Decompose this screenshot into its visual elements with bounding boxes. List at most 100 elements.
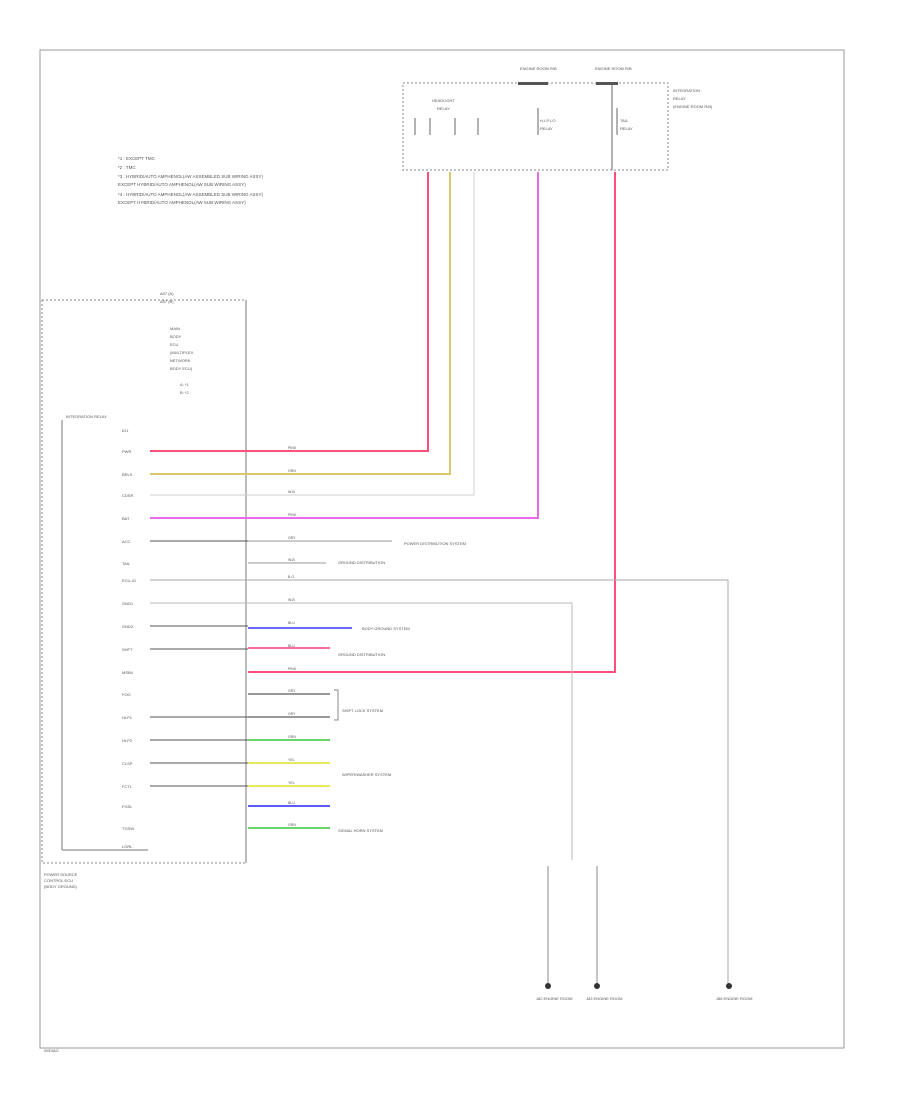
ground-label: J82 ENGINE ROOM xyxy=(536,996,572,1001)
ecu-pin-label: HLP1 xyxy=(122,715,133,720)
ecu-pin-label: GND2 xyxy=(122,624,134,629)
ecu-pin-label: FCTL xyxy=(122,784,133,789)
ecu-bottom-label-2: CONTROL ECU xyxy=(44,878,73,883)
ecu-pin-labels: IG1PWRBRLSCDSRBATACCTAILECU-IGGND1GND2SH… xyxy=(122,428,297,849)
ecu-line: BODY ECU) xyxy=(170,366,193,371)
ecu-line: NETWORK xyxy=(170,358,191,363)
wire-color-label: YEL xyxy=(288,758,295,762)
ecu-inner-label: MAIN BODY ECU (MULTIPLEX NETWORK BODY EC… xyxy=(170,326,194,395)
ecu-pin-label: FOG xyxy=(122,692,131,697)
notes-block: *1 : EXCEPT TMC *2 : TMC *3 : HYBRID/AUT… xyxy=(118,156,264,205)
headlight-relay-label: HEADLIGHT xyxy=(432,98,455,103)
dest-label: GROUND DISTRIBUTION xyxy=(338,560,385,565)
wire-yellow-brls xyxy=(150,172,451,475)
wire-ground-2 xyxy=(150,602,573,860)
ecu-box xyxy=(41,299,247,864)
ecu-pin-label: CLSP xyxy=(122,761,133,766)
wire-color-label: PINK xyxy=(288,513,297,517)
ecu-line: (MULTIPLEX xyxy=(170,350,194,355)
dest-label: POWER DISTRIBUTION SYSTEM xyxy=(404,541,466,546)
ecu-line: A: *1 xyxy=(180,382,189,387)
ecu-line: B: *2 xyxy=(180,390,189,395)
ecu-bottom-sub: (BODY GROUND) xyxy=(44,884,77,889)
wire-color-label: W-B xyxy=(288,598,295,602)
ecu-pin-label: BAT xyxy=(122,516,130,521)
ecu-pin-label: CDSR xyxy=(122,493,133,498)
ecu-pin-label: HLP2 xyxy=(122,738,133,743)
hlp-relay-label-2: RELAY xyxy=(540,126,553,131)
relay-title-2: RELAY xyxy=(673,96,686,101)
wire-color-label: W-B xyxy=(288,558,295,562)
ecu-pin-label: FGSL xyxy=(122,804,133,809)
wire-color-label: PINK xyxy=(288,446,297,450)
wire-color-label: BLU xyxy=(288,621,295,625)
integration-relay-module: ENGINE ROOM R/B ENGINE ROOM R/B INTEGRAT… xyxy=(402,66,713,171)
ecu-line: ECU xyxy=(170,342,179,347)
ecu-pin-label: GND1 xyxy=(122,601,134,606)
conn-label-right: ENGINE ROOM R/B xyxy=(595,66,632,71)
ground-icon xyxy=(545,983,551,989)
ecu-pin-label: LGRL xyxy=(122,844,133,849)
tail-relay-label: TAIL xyxy=(620,118,629,123)
relay-title-3: (ENGINE ROOM R/B) xyxy=(673,104,713,109)
note-1: *1 : EXCEPT TMC xyxy=(118,156,156,161)
footer-label: W/DIAG xyxy=(44,1048,59,1053)
ground-label: J86 ENGINE ROOM xyxy=(716,996,752,1001)
main-body-ecu: A57 (A) A57 (B) MAIN BODY ECU (MULTIPLEX… xyxy=(41,291,297,889)
ecu-pin-label: ACC xyxy=(122,539,131,544)
ecu-header-1: A57 (A) xyxy=(160,291,174,296)
ground-icon xyxy=(594,983,600,989)
wire-color-label: BLU xyxy=(288,644,295,648)
wire-color-label: GRN xyxy=(288,823,296,827)
ecu-pin-label: ECU-IG xyxy=(122,578,136,583)
dest-label: SIGNAL HORN SYSTEM xyxy=(338,828,383,833)
note-3: *3 : HYBRID/AUTO AMPHENOL(AW ASSEMBLED S… xyxy=(118,174,264,179)
ecu-bottom-label-1: POWER SOURCE xyxy=(44,872,78,877)
ecu-pin-label: IG1 xyxy=(122,428,129,433)
hlp-relay-label: H-LP LO xyxy=(540,118,556,123)
ecu-header-2: A57 (B) xyxy=(160,299,174,304)
wires xyxy=(150,172,729,985)
wire-color-label: BLU xyxy=(288,801,295,805)
wire-pink-tail xyxy=(248,172,616,673)
ground-wires xyxy=(547,866,598,985)
ecu-pin-label: TAIL xyxy=(122,561,131,566)
dest-label: WIPER/WASHER SYSTEM xyxy=(342,772,391,777)
dest-label: SHIFT LOCK SYSTEM xyxy=(342,708,383,713)
wire-ground-1 xyxy=(150,579,729,985)
wire-color-label: PINK xyxy=(288,667,297,671)
ecu-pin-label: BRLS xyxy=(122,472,133,477)
ground-icon xyxy=(726,983,732,989)
note-2: *2 : TMC xyxy=(118,165,136,170)
ecu-pin-label: TGSW xyxy=(122,826,134,831)
wire-pink-pwr xyxy=(150,172,429,452)
relay-title-1: INTEGRATION xyxy=(673,88,700,93)
ground-symbols: J82 ENGINE ROOM J83 ENGINE ROOM J86 ENGI… xyxy=(536,983,752,1001)
wire-color-label: B-O xyxy=(288,575,295,579)
ecu-line: BODY xyxy=(170,334,182,339)
ecu-pin-label: MSB4 xyxy=(122,670,134,675)
wire-color-label: GRN xyxy=(288,469,296,473)
ground-label: J83 ENGINE ROOM xyxy=(586,996,622,1001)
note-4: EXCEPT HYBRID/AUTO AMPHENOL(AW SUB WIRIN… xyxy=(118,182,246,187)
wire-color-label: GRY xyxy=(288,536,296,540)
wire-color-label: YEL xyxy=(288,781,295,785)
dest-label: GROUND DISTRIBUTION xyxy=(338,652,385,657)
dest-label: BODY GROUND SYSTEM xyxy=(362,626,410,631)
wire-color-label: GRY xyxy=(288,712,296,716)
pin-stubs xyxy=(150,540,248,787)
connector-bar xyxy=(518,82,548,85)
tail-relay-label-2: RELAY xyxy=(620,126,633,131)
wire-gray-cdsr xyxy=(150,172,475,496)
bracket xyxy=(334,689,339,721)
wire-color-label: GRY xyxy=(288,689,296,693)
wire-color-label: GRN xyxy=(288,735,296,739)
ecu-side-title: INTEGRATION RELAY xyxy=(66,414,107,419)
ecu-pin-label: SHFT xyxy=(122,647,133,652)
note-5: *4 : HYBRID/AUTO AMPHENOL(AW ASSEMBLED S… xyxy=(118,192,264,197)
diagram-frame xyxy=(39,49,845,1049)
wire-magenta-bat xyxy=(150,172,539,519)
conn-label-left: ENGINE ROOM R/B xyxy=(520,66,557,71)
headlight-relay-label-2: RELAY xyxy=(437,106,450,111)
